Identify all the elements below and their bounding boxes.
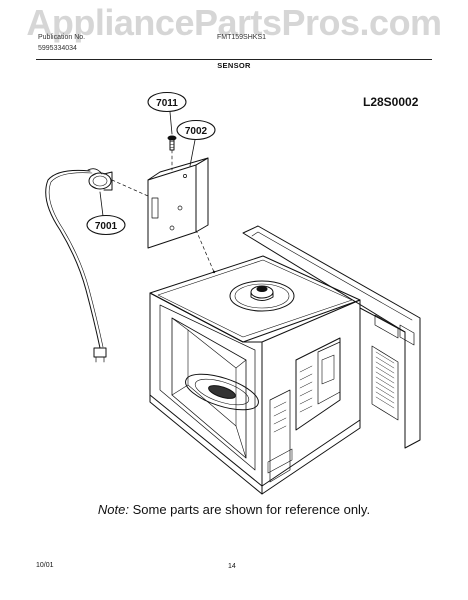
- model-number: FMT159SHKS1: [217, 34, 267, 41]
- publication-label: Publication No.: [38, 34, 86, 41]
- note-label: Note:: [97, 502, 129, 517]
- assembly-guide-lines: [111, 149, 215, 273]
- footer-date: 10/01: [36, 562, 54, 569]
- microwave-cabinet: [149, 255, 361, 495]
- callout-bubble-7011: 7011: [147, 91, 187, 113]
- section-title: SENSOR: [217, 61, 251, 70]
- reference-note: Note: Some parts are shown for reference…: [0, 502, 468, 517]
- note-text: Some parts are shown for reference only.: [128, 502, 371, 517]
- diagram-code: L28S0002: [363, 95, 419, 109]
- control-panel-module: [267, 337, 341, 483]
- page-number: 14: [228, 563, 236, 570]
- callout-label-7011: 7011: [156, 98, 178, 109]
- screw: [167, 135, 177, 151]
- callout-label-7002: 7002: [185, 126, 208, 137]
- callout-bubble-7001: 7001: [86, 214, 126, 236]
- outer-wrapper-panel: [242, 225, 421, 449]
- callout-bubble-7002: 7002: [176, 119, 216, 141]
- sensor-bracket: [147, 157, 209, 249]
- header-divider: [36, 59, 432, 60]
- callout-label-7001: 7001: [95, 221, 118, 232]
- turntable-plate: [185, 373, 259, 411]
- sensor-wire-harness: [45, 169, 107, 363]
- humidity-sensor: [87, 168, 113, 191]
- turntable-motor: [229, 280, 295, 312]
- publication-number: 5995334034: [38, 45, 77, 52]
